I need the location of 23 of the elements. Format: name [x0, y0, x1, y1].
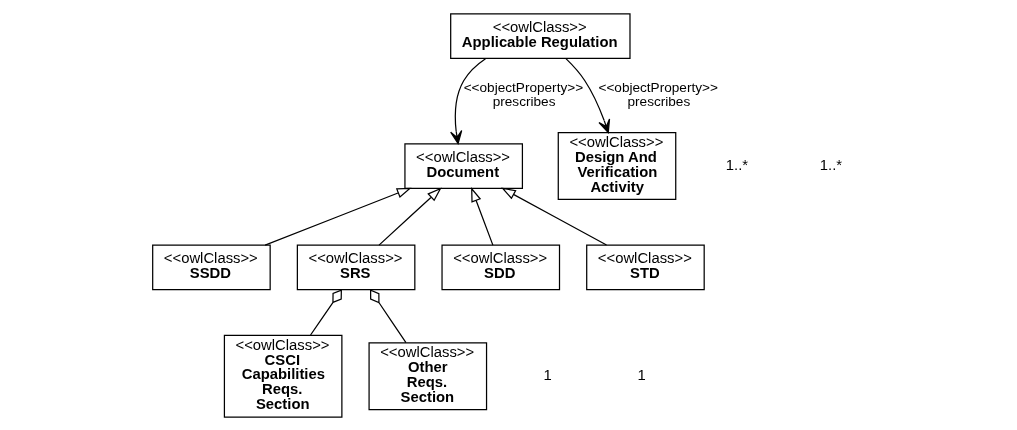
node-box: <<owlClass>> Applicable Regulation [450, 12, 631, 59]
arrow [501, 187, 608, 246]
node-box: <<owlClass>> CSCI Capabilities Reqs. Section [223, 334, 343, 418]
arrow [471, 186, 494, 246]
node-box: <<owlClass>> SDD [441, 244, 561, 290]
arrow [565, 57, 611, 133]
edge-label: <<objectProperty>> prescribes [598, 79, 718, 109]
label: 1..* [725, 156, 749, 173]
node-box: <<owlClass>> SRS [296, 244, 416, 290]
node-box: <<owlClass>> Other Reqs. Section [368, 341, 488, 410]
connector [370, 288, 407, 343]
node-box: <<owlClass>> Document [404, 142, 524, 189]
label: 1 [637, 366, 646, 383]
connector [309, 288, 342, 336]
node-box: <<owlClass>> STD [586, 244, 705, 290]
label: 1..* [819, 156, 843, 173]
node-box: <<owlClass>> Design And Verification Activity [557, 131, 677, 200]
arrow [450, 57, 487, 144]
arrow [264, 187, 412, 246]
arrow [378, 186, 442, 246]
edge-label: <<objectProperty>> prescribes [463, 79, 584, 109]
node-box: <<owlClass>> SSDD [152, 244, 271, 290]
label: 1 [543, 366, 552, 383]
